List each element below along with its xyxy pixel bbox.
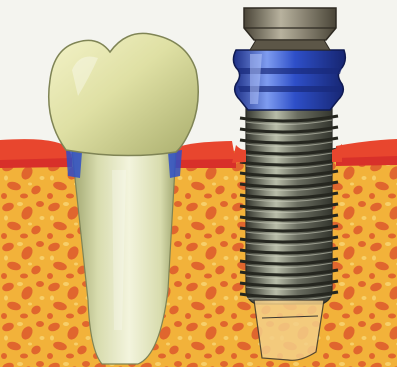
tooth-cuff-right — [168, 150, 182, 178]
tooth-cuff-left — [66, 150, 82, 178]
implant-apex — [254, 300, 324, 360]
implant-neck — [250, 40, 330, 50]
tooth-crown — [49, 33, 199, 155]
implant-cap — [244, 8, 336, 40]
